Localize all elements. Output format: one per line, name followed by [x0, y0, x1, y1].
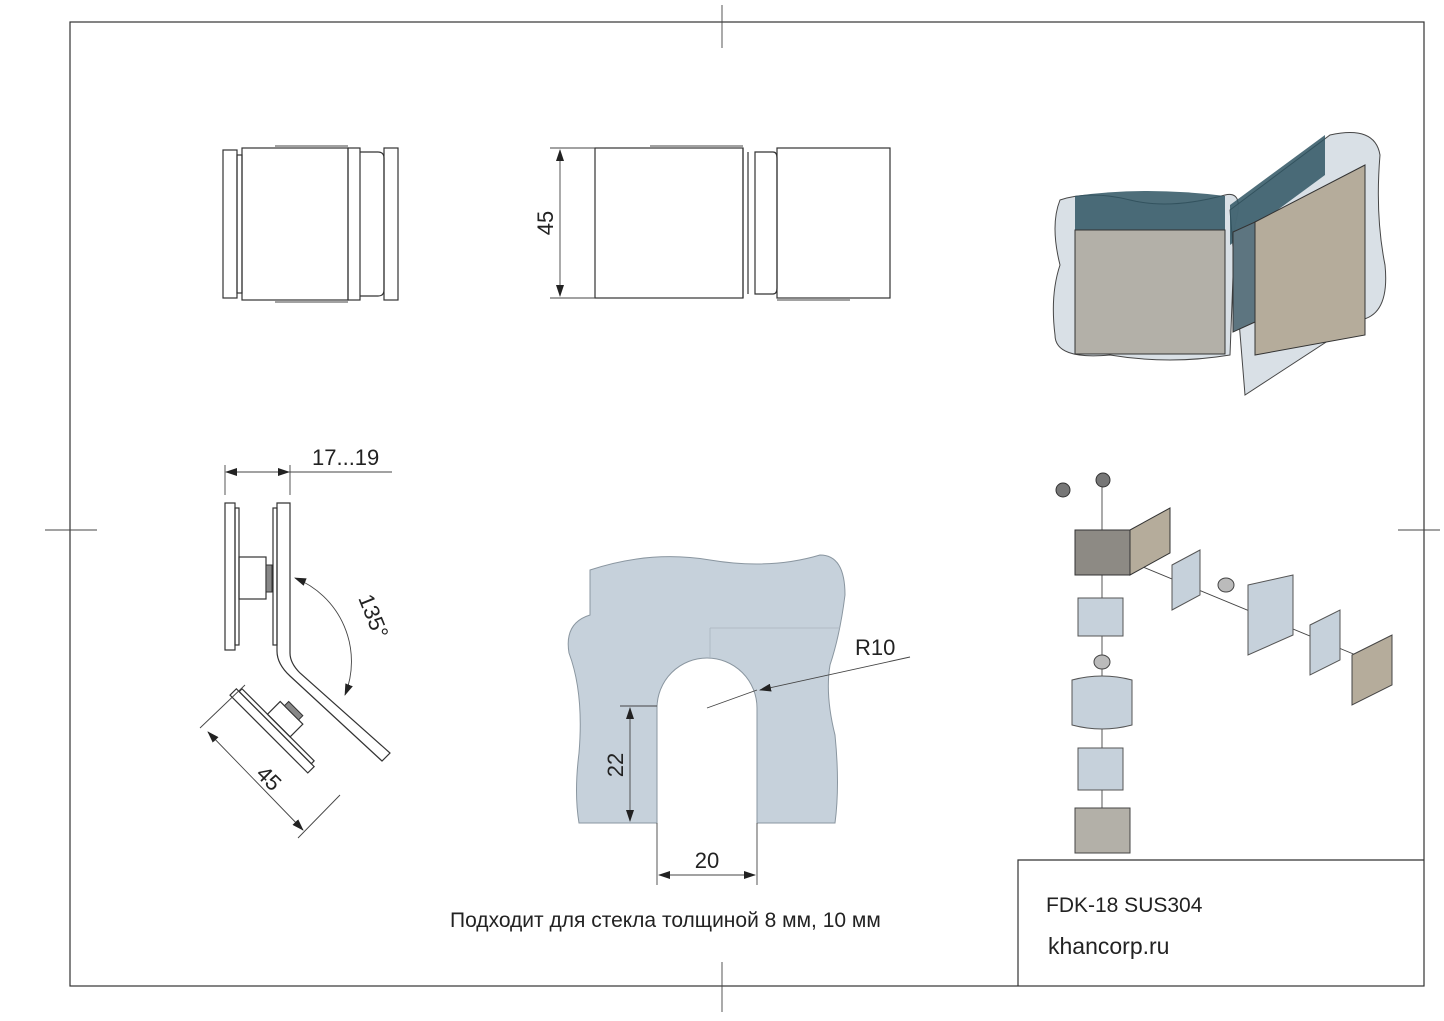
side-view: 17...19 135° 45: [199, 445, 394, 839]
website: khancorp.ru: [1048, 933, 1169, 959]
depth-dimension: 22: [603, 753, 628, 777]
title-block: FDK-18 SUS304 khancorp.ru: [1017, 859, 1424, 986]
assembled-3d-render: [1052, 132, 1387, 396]
model-name: FDK-18 SUS304: [1046, 894, 1203, 917]
radius-dimension: R10: [855, 635, 895, 660]
top-view: [222, 145, 399, 303]
front-view: 45: [533, 145, 891, 301]
exploded-view: [1055, 472, 1393, 854]
width-dimension: 20: [695, 848, 719, 873]
glass-cutout: R10 22 20: [567, 554, 911, 885]
glass-thickness-note: Подходит для стекла толщиной 8 мм, 10 мм: [450, 909, 881, 932]
angle-dimension: 135°: [353, 591, 393, 643]
drawing-frame: [45, 5, 1440, 1012]
gap-dimension: 17...19: [312, 445, 379, 470]
length-dimension: 45: [251, 761, 286, 796]
height-dimension: 45: [533, 211, 558, 235]
